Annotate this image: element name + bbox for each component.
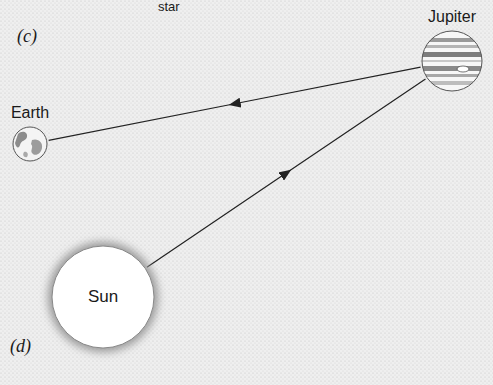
- sun-star: Sun: [51, 245, 155, 349]
- body-name: Sun: [88, 287, 118, 307]
- cut-off-caption: star: [158, 0, 180, 14]
- body-name: Earth: [4, 104, 56, 122]
- light-ray: [147, 79, 426, 267]
- light-ray: [49, 67, 421, 140]
- jupiter-planet: Jupiter: [410, 8, 493, 92]
- body-name: Jupiter: [410, 8, 493, 26]
- jupiter-disc: [421, 30, 483, 92]
- earth-disc: [12, 126, 48, 162]
- earth-planet: Earth: [4, 104, 56, 162]
- panel-letter: (d): [10, 336, 31, 357]
- panel-letter: (c): [17, 26, 37, 47]
